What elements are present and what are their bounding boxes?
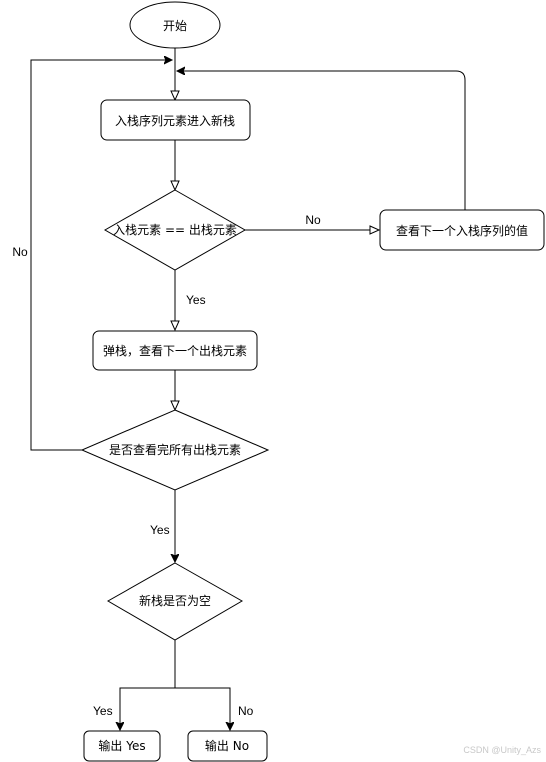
push-label: 入栈序列元素进入新栈: [115, 113, 235, 128]
node-pop: 弹栈，查看下一个出栈元素: [92, 330, 258, 371]
push-box: [100, 99, 251, 141]
node-compare: 入栈元素 == 出栈元素: [103, 189, 247, 271]
compare-label: 入栈元素 == 出栈元素: [113, 222, 237, 237]
out-yes-box: [83, 730, 161, 762]
all-checked-label: 是否查看完所有出栈元素: [109, 442, 241, 457]
start-label: 开始: [163, 19, 187, 33]
out-no-label: 输出 No: [205, 738, 249, 753]
node-push: 入栈序列元素进入新栈: [100, 99, 251, 141]
all-checked-diamond: [80, 409, 270, 491]
next-in-box: [379, 209, 545, 251]
edge-label-all-yes: Yes: [150, 523, 170, 537]
compare-diamond: [103, 189, 247, 271]
pop-box: [92, 330, 258, 371]
empty-label: 新栈是否为空: [139, 593, 211, 608]
node-out-no: 输出 No: [187, 730, 268, 762]
node-next-in: 查看下一个入栈序列的值: [379, 209, 545, 251]
node-start: 开始: [129, 1, 221, 49]
start-ellipse: [129, 1, 221, 49]
edge-empty-no: [175, 687, 230, 730]
edge-label-empty-yes: Yes: [93, 704, 113, 718]
node-empty: 新栈是否为空: [106, 562, 244, 641]
watermark: CSDN @Unity_Azs: [463, 745, 541, 755]
edge-label-empty-no: No: [238, 704, 254, 718]
pop-label: 弹栈，查看下一个出栈元素: [103, 343, 247, 358]
out-yes-label: 输出 Yes: [98, 738, 145, 753]
node-out-yes: 输出 Yes: [83, 730, 161, 762]
edges: [30, 48, 466, 730]
out-no-box: [187, 730, 268, 762]
node-all-checked: 是否查看完所有出栈元素: [80, 409, 270, 491]
edge-label-compare-no: No: [305, 213, 321, 227]
edge-empty-yes: [120, 640, 176, 730]
edge-label-loop-no: No: [12, 245, 28, 259]
edge-check-no-loop: [30, 60, 172, 451]
next-in-label: 查看下一个入栈序列的值: [396, 223, 528, 238]
empty-diamond: [106, 562, 244, 641]
edge-label-compare-yes: Yes: [186, 293, 206, 307]
edge-next-in-loop: [177, 71, 466, 210]
